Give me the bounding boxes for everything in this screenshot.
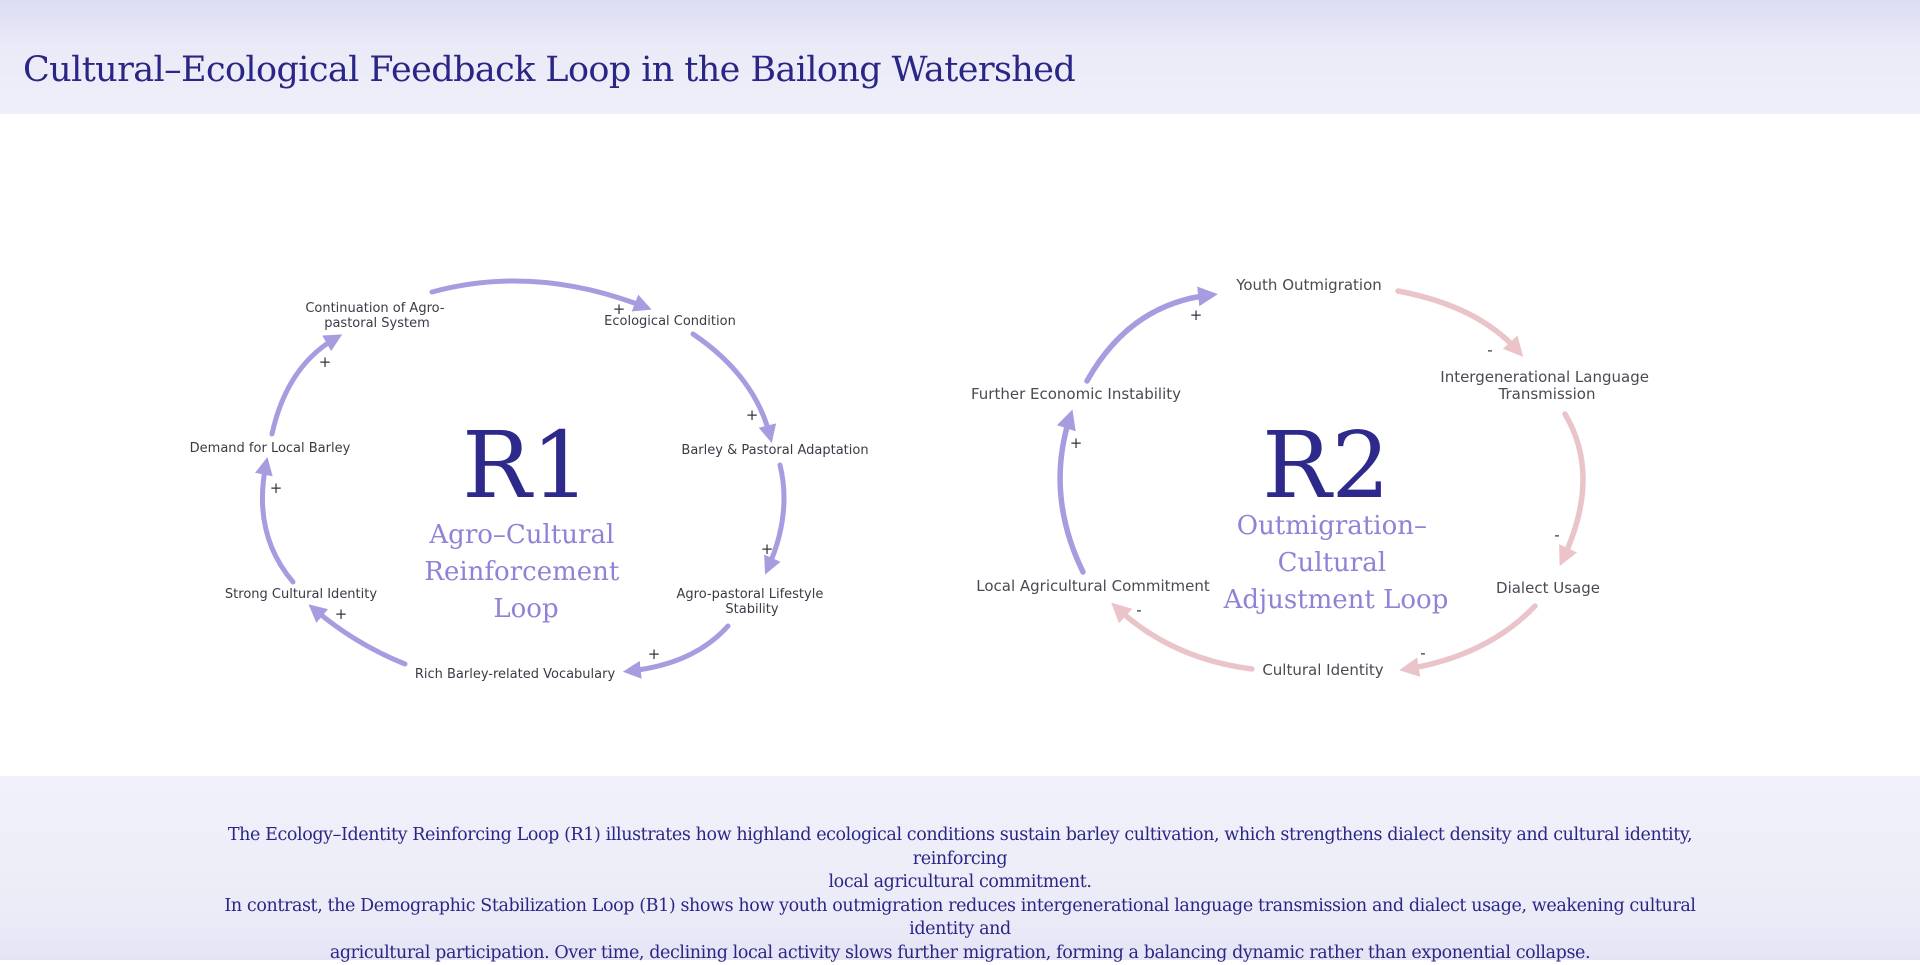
r1-node-vocabulary: Rich Barley-related Vocabulary — [415, 667, 616, 682]
r1-loop-name-line3: Loop — [493, 594, 558, 624]
r1-node-lifestyle: Agro-pastoral Lifestyle Stability — [677, 587, 828, 617]
r1-polarity-3: + — [761, 540, 774, 558]
r1-arrow-ecological-to-adaptation — [693, 334, 770, 436]
r2-loop: - - - - + + Youth Outmigration Intergene… — [971, 276, 1654, 679]
r2-polarity-2: - — [1554, 526, 1559, 544]
r2-loop-name-line2: Cultural — [1278, 548, 1386, 578]
r1-loop-name: Agro–Cultural Reinforcement Loop — [424, 520, 627, 624]
r1-node-continuation: Continuation of Agro- pastoral System — [305, 301, 448, 331]
r2-node-youth: Youth Outmigration — [1235, 276, 1382, 294]
r1-loop-code: R1 — [462, 412, 590, 519]
description-p1-line1: The Ecology–Identity Reinforcing Loop (R… — [190, 824, 1730, 871]
r2-node-instability: Further Economic Instability — [971, 385, 1181, 403]
diagram-area: + + + + + + + Continuation of Agro- past… — [0, 114, 1920, 776]
causal-loop-diagram: + + + + + + + Continuation of Agro- past… — [0, 114, 1920, 776]
r1-node-continuation-line2: pastoral System — [324, 316, 430, 331]
r1-node-lifestyle-line1: Agro-pastoral Lifestyle — [677, 587, 824, 602]
r1-node-ecological: Ecological Condition — [604, 314, 736, 329]
description-p2-line1: In contrast, the Demographic Stabilizati… — [190, 895, 1730, 942]
r2-polarity-6: + — [1190, 306, 1203, 324]
r2-node-transmission-line1: Intergenerational Language — [1440, 368, 1649, 386]
r2-loop-name: Outmigration– Cultural Adjustment Loop — [1223, 511, 1449, 615]
r1-loop-name-line1: Agro–Cultural — [428, 520, 614, 550]
description-p2-line2: agricultural participation. Over time, d… — [190, 942, 1730, 965]
r1-loop-name-line2: Reinforcement — [424, 557, 619, 587]
r2-polarity-5: + — [1070, 434, 1083, 452]
r1-node-lifestyle-line2: Stability — [725, 602, 779, 617]
header-band: Cultural–Ecological Feedback Loop in the… — [0, 0, 1920, 114]
r2-polarity-1: - — [1487, 341, 1492, 359]
r2-node-transmission: Intergenerational Language Transmission — [1440, 368, 1653, 403]
r2-arrow-youth-to-transmission — [1398, 291, 1518, 351]
r1-arrow-lifestyle-to-vocabulary — [630, 626, 728, 671]
r2-loop-code: R2 — [1262, 412, 1390, 519]
r2-arrow-transmission-to-dialect — [1563, 414, 1583, 559]
r1-node-barley-adaptation: Barley & Pastoral Adaptation — [681, 443, 868, 458]
r2-node-identity: Cultural Identity — [1262, 661, 1383, 679]
footer-band: The Ecology–Identity Reinforcing Loop (R… — [0, 776, 1920, 960]
page-title: Cultural–Ecological Feedback Loop in the… — [23, 50, 1075, 90]
r2-loop-name-line3: Adjustment Loop — [1223, 585, 1449, 615]
r2-node-dialect: Dialect Usage — [1496, 579, 1600, 597]
description-p1-line2: local agricultural commitment. — [190, 871, 1730, 895]
r2-polarity-4: - — [1136, 601, 1141, 619]
r1-polarity-4: + — [648, 645, 661, 663]
r1-polarity-2: + — [746, 406, 759, 424]
r1-node-continuation-line1: Continuation of Agro- — [305, 301, 445, 316]
r1-polarity-6: + — [270, 479, 283, 497]
r2-node-commitment: Local Agricultural Commitment — [976, 577, 1210, 595]
r1-loop: + + + + + + + Continuation of Agro- past… — [190, 281, 869, 682]
r1-polarity-7: + — [319, 353, 332, 371]
r2-polarity-3: - — [1420, 644, 1425, 662]
r2-node-transmission-line2: Transmission — [1498, 385, 1596, 403]
r2-loop-name-line1: Outmigration– — [1237, 511, 1427, 541]
r1-arrow-vocabulary-to-identity — [314, 609, 405, 664]
r1-polarity-5: + — [335, 605, 348, 623]
description-text: The Ecology–Identity Reinforcing Loop (R… — [190, 824, 1730, 965]
r1-node-demand: Demand for Local Barley — [190, 441, 351, 456]
r2-arrow-dialect-to-identity — [1407, 606, 1535, 669]
r1-node-identity: Strong Cultural Identity — [225, 587, 377, 602]
